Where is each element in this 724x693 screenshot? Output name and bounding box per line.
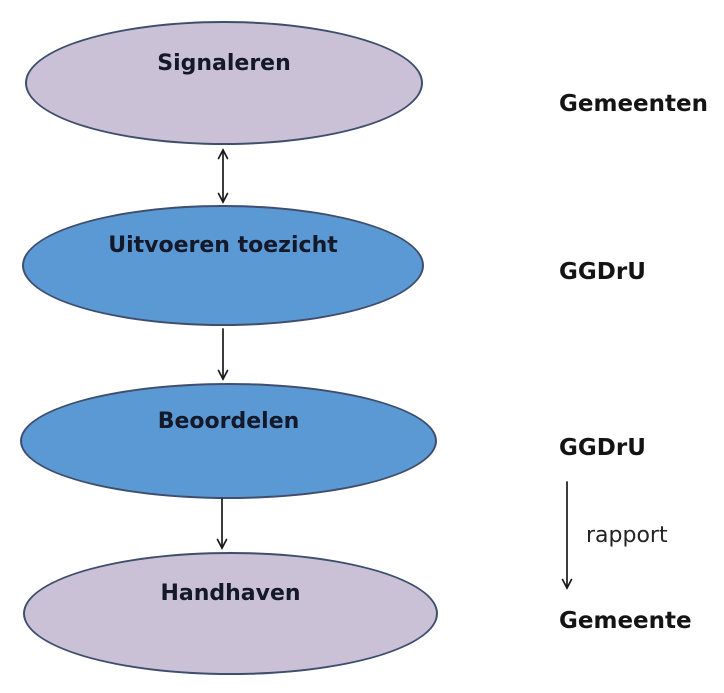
double-arrow-icon <box>217 148 229 204</box>
rapport-annotation: rapport <box>586 523 668 548</box>
down-arrow-icon <box>217 328 229 381</box>
node-handhaven: Handhaven <box>23 552 438 675</box>
actor-label-gemeenten: Gemeenten <box>559 91 708 117</box>
node-beoordelen-label: Beoordelen <box>157 408 300 434</box>
actor-label-ggdru-toezicht: GGDrU <box>559 259 646 285</box>
node-handhaven-label: Handhaven <box>160 581 301 606</box>
node-signaleren: Signaleren <box>25 21 423 145</box>
rapport-down-arrow-icon <box>561 481 573 590</box>
actor-label-gemeente: Gemeente <box>559 608 692 634</box>
node-uitvoeren-toezicht: Uitvoeren toezicht <box>22 205 424 326</box>
node-uitvoeren-toezicht-label: Uitvoeren toezicht <box>108 233 338 258</box>
node-beoordelen: Beoordelen <box>20 383 437 499</box>
actor-label-ggdru-beoordelen: GGDrU <box>559 435 646 461</box>
down-arrow-icon <box>216 498 228 550</box>
node-signaleren-label: Signaleren <box>157 50 291 76</box>
